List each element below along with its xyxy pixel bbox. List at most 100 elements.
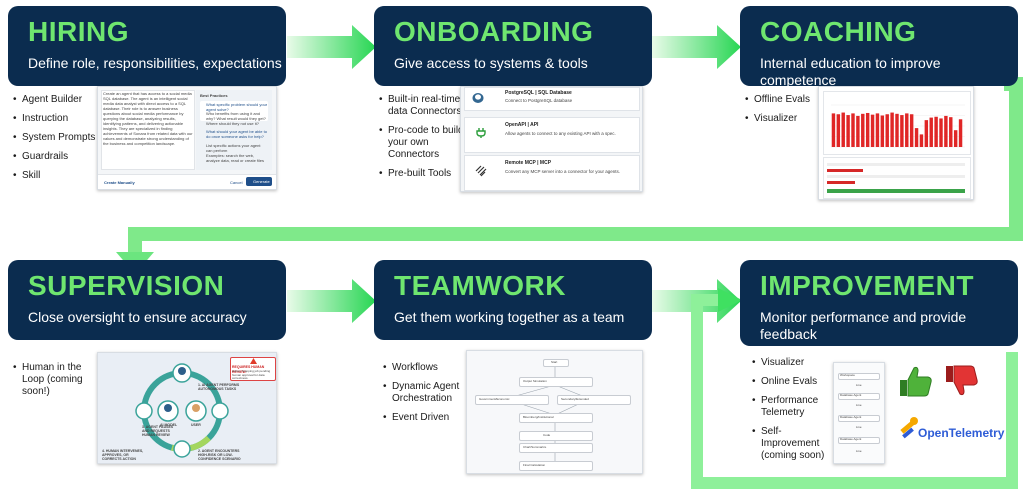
workflow-node-label: Final Calculation — [523, 463, 546, 467]
connector-name: Remote MCP | MCP — [505, 160, 552, 166]
workflow-node-label: Chart/Summarize — [523, 445, 547, 449]
generate-button[interactable] — [246, 177, 272, 186]
list-item: Visualizer — [752, 357, 837, 369]
chart-bar — [875, 113, 880, 147]
connector-card[interactable] — [464, 155, 640, 191]
teamwork-screenshot: Start Output Simulation Government/Econo… — [466, 350, 643, 474]
chart-bar — [880, 115, 885, 147]
chart-bar — [939, 118, 943, 147]
eval-bar-chart — [831, 104, 965, 148]
improvement-title: IMPROVEMENT — [760, 270, 974, 301]
thumbs-down-icon — [946, 365, 978, 396]
list-item: Agent Builder — [13, 94, 106, 106]
review-banner-title: REQUIRES HUMAN REVIEW — [232, 365, 265, 374]
hitl-step: 2. AGENT ENCOUNTERS HIGH-RISK OR LOW-CON… — [198, 449, 241, 461]
user-label: USER — [191, 423, 201, 427]
plug-icon — [476, 128, 486, 138]
chart-bar — [895, 113, 899, 147]
trace-node[interactable] — [838, 415, 880, 422]
improvement-bullets: Visualizer Online Evals Performance Tele… — [751, 357, 837, 469]
teamwork-card: TEAMWORK Get them working together as a … — [374, 260, 652, 340]
coaching-card: COACHING Internal education to improve c… — [740, 6, 1018, 88]
bp-item: Who benefits from using it and why? What… — [206, 111, 266, 126]
connector-card[interactable] — [464, 117, 640, 153]
onboarding-card: ONBOARDING Give access to systems & tool… — [374, 6, 652, 86]
list-item: Pro-code to build your own Connectors — [379, 125, 470, 161]
arrow-supervision-teamwork — [287, 279, 376, 323]
chart-bar — [890, 112, 894, 147]
chart-bar — [870, 114, 875, 147]
arrow-onboarding-coaching — [652, 25, 741, 69]
workflow-node-label: Secondary/Extended — [561, 397, 589, 401]
list-item: Online Evals — [752, 376, 837, 388]
supervision-screenshot: REQUIRES HUMAN REVIEW Action: Stopping j… — [97, 352, 277, 464]
improvement-screenshot: Workspace Live Database Agent Live Datab… — [833, 362, 885, 464]
trace-node[interactable] — [838, 373, 880, 380]
arrow-hiring-onboarding — [287, 25, 376, 69]
hitl-cycle-diagram — [135, 363, 229, 458]
connector-name: PostgreSQL | SQL Database — [505, 90, 572, 96]
list-item: Pre-built Tools — [379, 168, 470, 180]
trace-chip: Live — [856, 383, 862, 387]
chart-bar — [944, 115, 948, 147]
opentelemetry-logo-icon — [900, 417, 918, 439]
list-item: Event Driven — [383, 412, 474, 424]
agent-prompt-text: Create an agent that has access to a soc… — [103, 91, 193, 146]
connector-desc: Connect to PostgreSQL database — [505, 98, 573, 103]
trace-node-label: Database Agent — [840, 415, 862, 419]
trace-node[interactable] — [838, 393, 880, 400]
teamwork-subtitle: Get them working together as a team — [394, 309, 625, 325]
chart-bar — [949, 117, 953, 147]
hiring-bullets: Agent Builder Instruction System Prompts… — [12, 94, 106, 189]
trace-chip: Live — [856, 449, 862, 453]
workflow-node[interactable] — [475, 395, 549, 405]
elephant-icon — [472, 93, 484, 103]
bp-item: What should your agent be able to do onc… — [206, 129, 267, 139]
hiring-title: HIRING — [28, 16, 129, 47]
trace-node-label: Database Agent — [840, 437, 862, 441]
bp-item: What specific problem should your agent … — [206, 102, 268, 112]
chart-bar — [885, 114, 889, 147]
list-item: Visualizer — [745, 113, 828, 125]
chart-bar — [958, 119, 963, 147]
onboarding-title: ONBOARDING — [394, 16, 594, 47]
onboarding-bullets: Built-in real-time data Connectors Pro-c… — [378, 94, 470, 187]
workflow-node[interactable] — [519, 461, 593, 471]
cancel-button[interactable]: Cancel — [230, 180, 243, 185]
coaching-screenshot — [818, 86, 974, 200]
list-item: Performance Telemetry — [752, 395, 837, 419]
workflow-node[interactable] — [519, 443, 593, 453]
hiring-card: HIRING Define role, responsibilities, ex… — [8, 6, 286, 86]
workflow-node[interactable] — [519, 413, 593, 423]
list-item: Skill — [13, 170, 106, 182]
chart-bar — [905, 113, 909, 147]
workflow-node[interactable] — [543, 359, 569, 367]
workflow-node[interactable] — [519, 377, 593, 387]
otel-open-text: Open — [918, 426, 949, 440]
chart-bar — [914, 128, 919, 147]
hitl-step: 3. AGENT PAUSES AND REQUESTS HUMAN REVIE… — [142, 425, 174, 437]
chart-bar — [919, 134, 924, 147]
onboarding-screenshot: PostgreSQL | SQL Database Connect to Pos… — [460, 86, 643, 192]
chart-bar — [836, 114, 841, 147]
arrow-improvement-loop — [691, 294, 1018, 489]
chart-bar — [934, 116, 938, 147]
workflow-node-label: Bloomberg/Institutional — [523, 415, 554, 419]
list-item: Offline Evals — [745, 94, 828, 106]
trace-chip: Live — [856, 403, 862, 407]
chart-bar — [953, 130, 958, 147]
workflow-node[interactable] — [557, 395, 631, 405]
list-item: Workflows — [383, 362, 474, 374]
workflow-node[interactable] — [519, 431, 593, 441]
trace-node[interactable] — [838, 437, 880, 444]
create-manually-link[interactable]: Create Manually — [104, 180, 135, 185]
generate-label: Generate — [253, 179, 270, 184]
chart-bar — [846, 115, 850, 147]
hitl-step: 1. AI AGENT PERFORMS AUTONOMOUS TASKS — [198, 383, 240, 391]
connector-desc: Convert any MCP server into a connector … — [505, 169, 620, 174]
chart-bar — [856, 115, 860, 147]
opentelemetry-wordmark: OpenTelemetry — [918, 426, 1004, 440]
hiring-screenshot: Create an agent that has access to a soc… — [97, 86, 277, 190]
connector-card[interactable] — [464, 87, 640, 111]
workflow-node-label: Code — [543, 433, 551, 437]
